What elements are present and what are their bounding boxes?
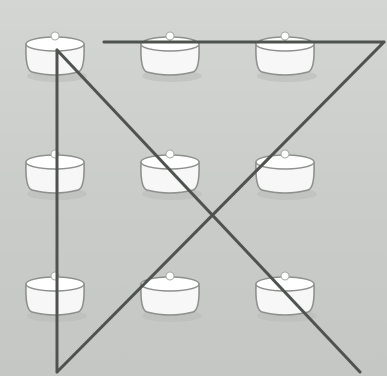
bowl-dot-r1-c3: [256, 32, 317, 82]
bowl-dot-r1-c2: [141, 32, 202, 82]
bowl-dot-r2-c3: [256, 150, 317, 200]
path-line-4-diagonal-down: [57, 50, 360, 372]
path-lines-layer: [57, 42, 384, 372]
path-line-2-diagonal-up: [57, 42, 384, 372]
